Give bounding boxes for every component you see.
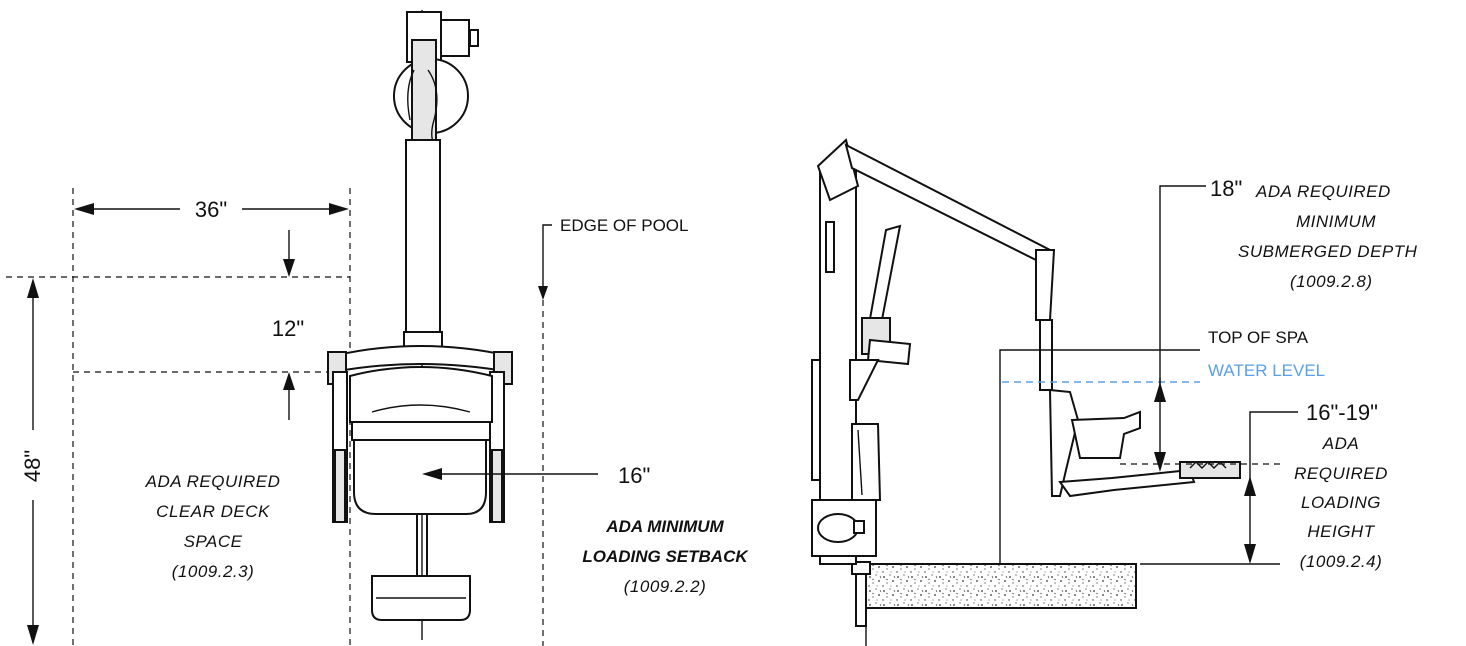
width-dimension	[74, 203, 349, 215]
svg-text:REQUIRED: REQUIRED	[1294, 464, 1388, 483]
svg-text:ADA REQUIRED: ADA REQUIRED	[1255, 182, 1391, 201]
svg-text:CLEAR DECK: CLEAR DECK	[156, 502, 270, 521]
svg-text:LOADING SETBACK: LOADING SETBACK	[582, 547, 749, 566]
lift-side-view	[811, 138, 1241, 565]
svg-text:HEIGHT: HEIGHT	[1307, 522, 1375, 541]
setback-note: ADA MINIMUM LOADING SETBACK (1009.2.2)	[582, 517, 749, 596]
top-of-spa-label: TOP OF SPA	[1208, 328, 1309, 347]
svg-text:(1009.2.3): (1009.2.3)	[172, 562, 255, 581]
edge-of-pool-label: EDGE OF POOL	[560, 216, 688, 235]
svg-text:ADA MINIMUM: ADA MINIMUM	[605, 517, 724, 536]
loading-height-label: 16"-19"	[1306, 400, 1378, 425]
depth-dimension-label: 18"	[1210, 176, 1242, 201]
offset-dimension	[283, 230, 295, 420]
svg-text:(1009.2.8): (1009.2.8)	[1290, 272, 1373, 291]
loading-height-dimension	[1120, 411, 1298, 565]
offset-dimension-label: 12"	[272, 316, 304, 341]
height-dimension-label: 48"	[20, 450, 45, 482]
loading-height-note: ADA REQUIRED LOADING HEIGHT (1009.2.4)	[1294, 434, 1388, 571]
water-level-label: WATER LEVEL	[1208, 361, 1325, 380]
edge-of-pool-leader	[538, 224, 552, 300]
svg-text:ADA REQUIRED: ADA REQUIRED	[145, 472, 281, 491]
deck-slab	[865, 563, 1137, 609]
svg-text:ADA: ADA	[1322, 434, 1359, 453]
svg-text:LOADING: LOADING	[1301, 493, 1381, 512]
depth-note: ADA REQUIRED MINIMUM SUBMERGED DEPTH (10…	[1238, 182, 1418, 291]
svg-text:MINIMUM: MINIMUM	[1296, 212, 1376, 231]
svg-text:(1009.2.4): (1009.2.4)	[1300, 552, 1383, 571]
right-view: TOP OF SPA WATER LEVEL 18" ADA REQUIRED …	[811, 138, 1418, 646]
clear-space-note: ADA REQUIRED CLEAR DECK SPACE (1009.2.3)	[145, 472, 281, 581]
top-of-spa-leader	[999, 349, 1200, 564]
seat-dimension	[422, 468, 598, 480]
left-view: EDGE OF POOL 36" 48" 12"	[6, 10, 749, 646]
lift-top-view	[327, 10, 513, 640]
depth-dimension	[1154, 185, 1206, 472]
clear-deck-space-boundary	[6, 188, 351, 646]
svg-text:(1009.2.2): (1009.2.2)	[624, 577, 707, 596]
svg-text:SUBMERGED DEPTH: SUBMERGED DEPTH	[1238, 242, 1418, 261]
svg-text:SPACE: SPACE	[184, 532, 243, 551]
height-dimension	[27, 278, 39, 645]
seat-dimension-label: 16"	[618, 463, 650, 488]
width-dimension-label: 36"	[195, 197, 227, 222]
